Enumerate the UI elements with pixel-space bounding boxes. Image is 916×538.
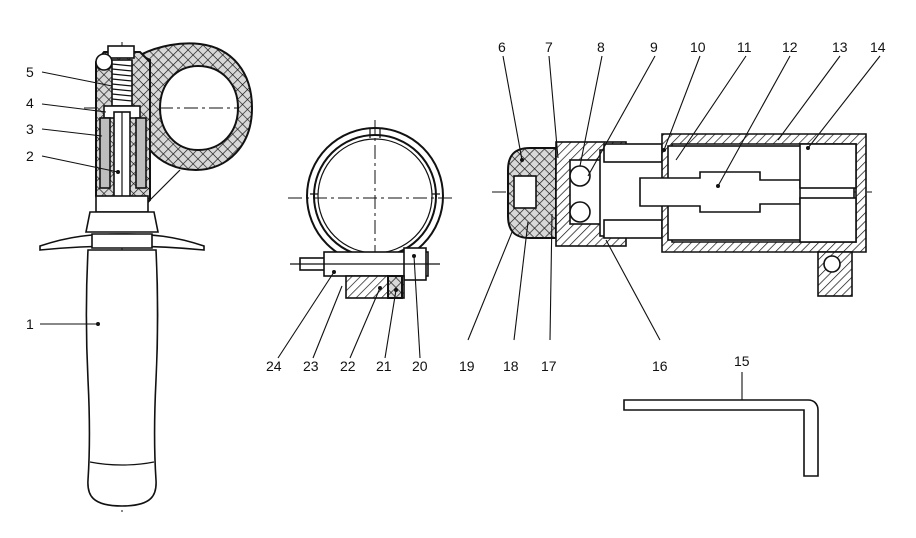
callout-9: 9 bbox=[650, 39, 658, 55]
callout-23: 23 bbox=[303, 358, 319, 374]
callout-14: 14 bbox=[870, 39, 886, 55]
callout-15: 15 bbox=[734, 353, 750, 369]
callout-12: 12 bbox=[782, 39, 798, 55]
end-block-lower bbox=[799, 197, 857, 243]
callout-1: 1 bbox=[26, 316, 34, 332]
pivot-head bbox=[107, 45, 135, 59]
callout-10: 10 bbox=[690, 39, 706, 55]
ball-lower bbox=[569, 201, 591, 223]
callout-labels: 5 4 3 2 1 24 23 22 21 20 19 18 17 16 6 7… bbox=[26, 39, 886, 374]
callout-24: 24 bbox=[266, 358, 282, 374]
lower-sleeve bbox=[603, 219, 663, 239]
upper-sleeve bbox=[603, 143, 663, 163]
callout-6: 6 bbox=[498, 39, 506, 55]
callout-2: 2 bbox=[26, 148, 34, 164]
callout-18: 18 bbox=[503, 358, 519, 374]
callout-16: 16 bbox=[652, 358, 668, 374]
hex-key bbox=[623, 372, 819, 477]
callout-19: 19 bbox=[459, 358, 475, 374]
spring bbox=[111, 59, 133, 107]
hex-key-shape bbox=[623, 399, 819, 477]
callout-22: 22 bbox=[340, 358, 356, 374]
chuck-assembly bbox=[467, 55, 881, 341]
sleeve-left bbox=[99, 117, 111, 189]
callout-5: 5 bbox=[26, 64, 34, 80]
collar bbox=[95, 195, 149, 213]
callout-17: 17 bbox=[541, 358, 557, 374]
callout-8: 8 bbox=[597, 39, 605, 55]
sleeve-right bbox=[135, 117, 147, 189]
callout-11: 11 bbox=[737, 39, 752, 55]
side-handle-assembly bbox=[39, 42, 254, 512]
ball-upper bbox=[569, 165, 591, 187]
collar-flare bbox=[85, 211, 159, 233]
callout-21: 21 bbox=[376, 358, 392, 374]
callout-13: 13 bbox=[832, 39, 848, 55]
callout-20: 20 bbox=[412, 358, 428, 374]
callout-4: 4 bbox=[26, 95, 34, 111]
end-block-upper bbox=[799, 143, 857, 189]
clamp-ring bbox=[137, 42, 254, 172]
callout-3: 3 bbox=[26, 121, 34, 137]
clamp-band-assembly bbox=[277, 120, 452, 359]
pivot-pin bbox=[95, 53, 113, 71]
callout-7: 7 bbox=[545, 39, 553, 55]
handle-grip bbox=[85, 249, 159, 507]
